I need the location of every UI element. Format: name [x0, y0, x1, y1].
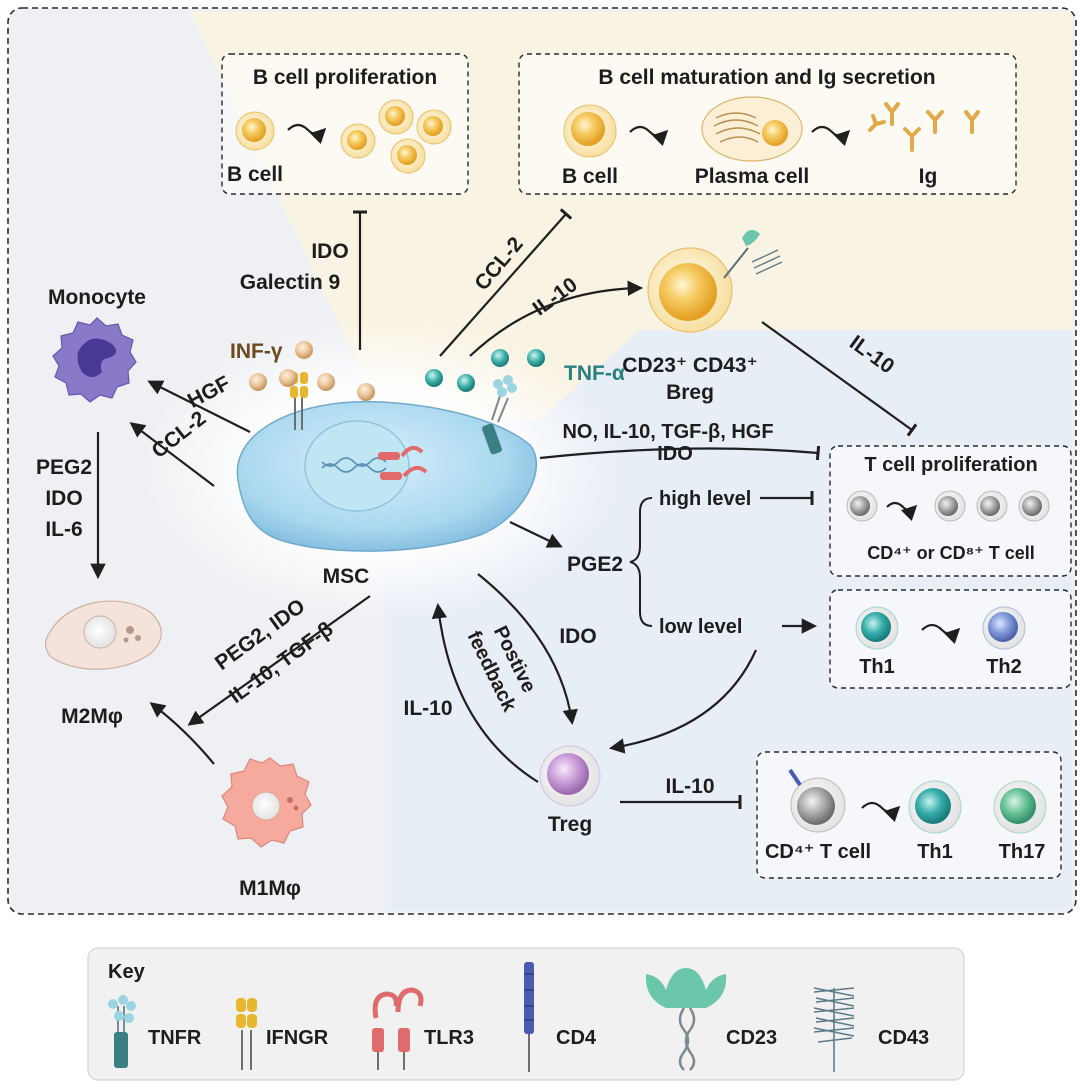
- t-factors-label-1: NO, IL-10, TGF-β, HGF: [562, 421, 773, 443]
- b-prolif-cell-label: B cell: [227, 163, 283, 186]
- m2-macrophage: [44, 600, 162, 670]
- m2-label: M2Mφ: [61, 705, 123, 728]
- plasma-cell: [701, 96, 803, 162]
- key-cd23-label: CD23: [726, 1027, 777, 1049]
- key-cd43-label: CD43: [878, 1027, 929, 1049]
- b-mat-tilde-arrow-1: [629, 125, 669, 147]
- treg-il10-back-arrow: [431, 602, 539, 783]
- key-cd4-label: CD4: [556, 1027, 597, 1049]
- factors-inhibit-t-line: [539, 445, 821, 461]
- t-prolif-tilde-arrow: [886, 501, 918, 522]
- tlr3-receptor: [378, 445, 428, 480]
- galectin-label: Galectin 9: [240, 271, 340, 294]
- breg-label-2: Breg: [666, 381, 714, 404]
- ido-treg-label: IDO: [559, 625, 596, 648]
- b-mat-tilde-arrow-2: [811, 125, 851, 147]
- il10-back-label: IL-10: [403, 697, 452, 720]
- immunoglobulins: [868, 102, 980, 152]
- arrow-to-breg: [469, 280, 644, 357]
- th1-cell: [855, 606, 899, 650]
- cd4-tilde-arrow: [861, 801, 901, 823]
- th1-b-cell: [908, 780, 962, 834]
- pge2-label: PGE2: [567, 553, 623, 576]
- cd4-t-label: CD⁴⁺ T cell: [765, 841, 871, 863]
- key-cd43-icon: [813, 987, 855, 1072]
- key-title: Key: [108, 961, 146, 983]
- msc-label: MSC: [323, 565, 370, 588]
- key-tlr3-label: TLR3: [424, 1027, 474, 1049]
- th2-cell: [982, 606, 1026, 650]
- low-level-label: low level: [659, 616, 742, 638]
- m1-label: M1Mφ: [239, 877, 301, 900]
- peg2-label: PEG2: [36, 456, 92, 479]
- key-cd4-icon: [524, 962, 534, 1072]
- tnf-label: TNF-α: [564, 362, 625, 385]
- infg-label: INF-γ: [230, 340, 283, 363]
- b-mat-title: B cell maturation and Ig secretion: [598, 66, 935, 89]
- il6-label: IL-6: [45, 518, 82, 541]
- monocyte-cell: [52, 317, 137, 403]
- monocyte-label: Monocyte: [48, 286, 146, 309]
- b-cell-single: [235, 111, 275, 151]
- t-factors-label-2: IDO: [657, 443, 693, 465]
- key-cd23-icon: [645, 968, 727, 1071]
- hgf-arrow: [147, 380, 251, 433]
- key-ifngr-label: IFNGR: [266, 1027, 329, 1049]
- key-tlr3-icon: [372, 987, 424, 1070]
- tnf-alpha-particles: [425, 349, 545, 392]
- plasma-cell-label: Plasma cell: [695, 165, 809, 188]
- m1-to-m2-arrow: [149, 702, 215, 765]
- cd4-t-cell: [788, 768, 846, 833]
- th1-th2-tilde-arrow: [921, 623, 961, 645]
- ido-label-1: IDO: [311, 240, 348, 263]
- treg-label: Treg: [548, 813, 592, 836]
- tnfr-receptor: [482, 375, 517, 455]
- m1-macrophage: [221, 757, 312, 848]
- th1-label: Th1: [859, 656, 895, 678]
- il10-treg-label: IL-10: [665, 775, 714, 798]
- key-panel: Key TNFR IFNGR TLR3: [87, 947, 965, 1081]
- pge2-brace: [629, 497, 653, 627]
- low-level-to-treg-arrow: [608, 649, 758, 754]
- inhibit-b-mat-line: [439, 208, 573, 357]
- th17-cell: [993, 780, 1047, 834]
- high-level-label: high level: [659, 488, 751, 510]
- th17-label: Th17: [999, 841, 1046, 863]
- ccl2-left-arrow: [129, 422, 215, 487]
- t-prolif-title: T cell proliferation: [864, 454, 1037, 476]
- key-tnfr-icon: [108, 995, 136, 1068]
- ido-to-treg-arrow: [477, 573, 578, 726]
- th2-label: Th2: [986, 656, 1022, 678]
- b-prolif-tilde-arrow: [287, 123, 327, 145]
- key-ifngr-icon: [236, 998, 257, 1070]
- t-prolif-cell-label: CD⁴⁺ or CD⁸⁺ T cell: [867, 543, 1034, 563]
- breg-cell: [647, 229, 783, 333]
- t-prolif-cells: [846, 490, 1050, 522]
- b-mat-bcell: [563, 104, 617, 158]
- th1-b-label: Th1: [917, 841, 953, 863]
- ig-label: Ig: [919, 165, 938, 188]
- treg-cell: [539, 745, 601, 807]
- key-tnfr-label: TNFR: [148, 1027, 202, 1049]
- arrow-to-pge2: [509, 521, 563, 548]
- breg-inhibit-t-line: [761, 321, 918, 437]
- b-prolif-title: B cell proliferation: [253, 66, 437, 89]
- ido-left-label: IDO: [45, 487, 82, 510]
- b-mat-bcell-label: B cell: [562, 165, 618, 188]
- ifn-gamma-particles: [249, 341, 375, 401]
- b-cell-cluster: [340, 99, 452, 174]
- breg-label-1: CD23⁺ CD43⁺: [622, 354, 757, 377]
- msc-to-m2-arrow: [187, 595, 371, 726]
